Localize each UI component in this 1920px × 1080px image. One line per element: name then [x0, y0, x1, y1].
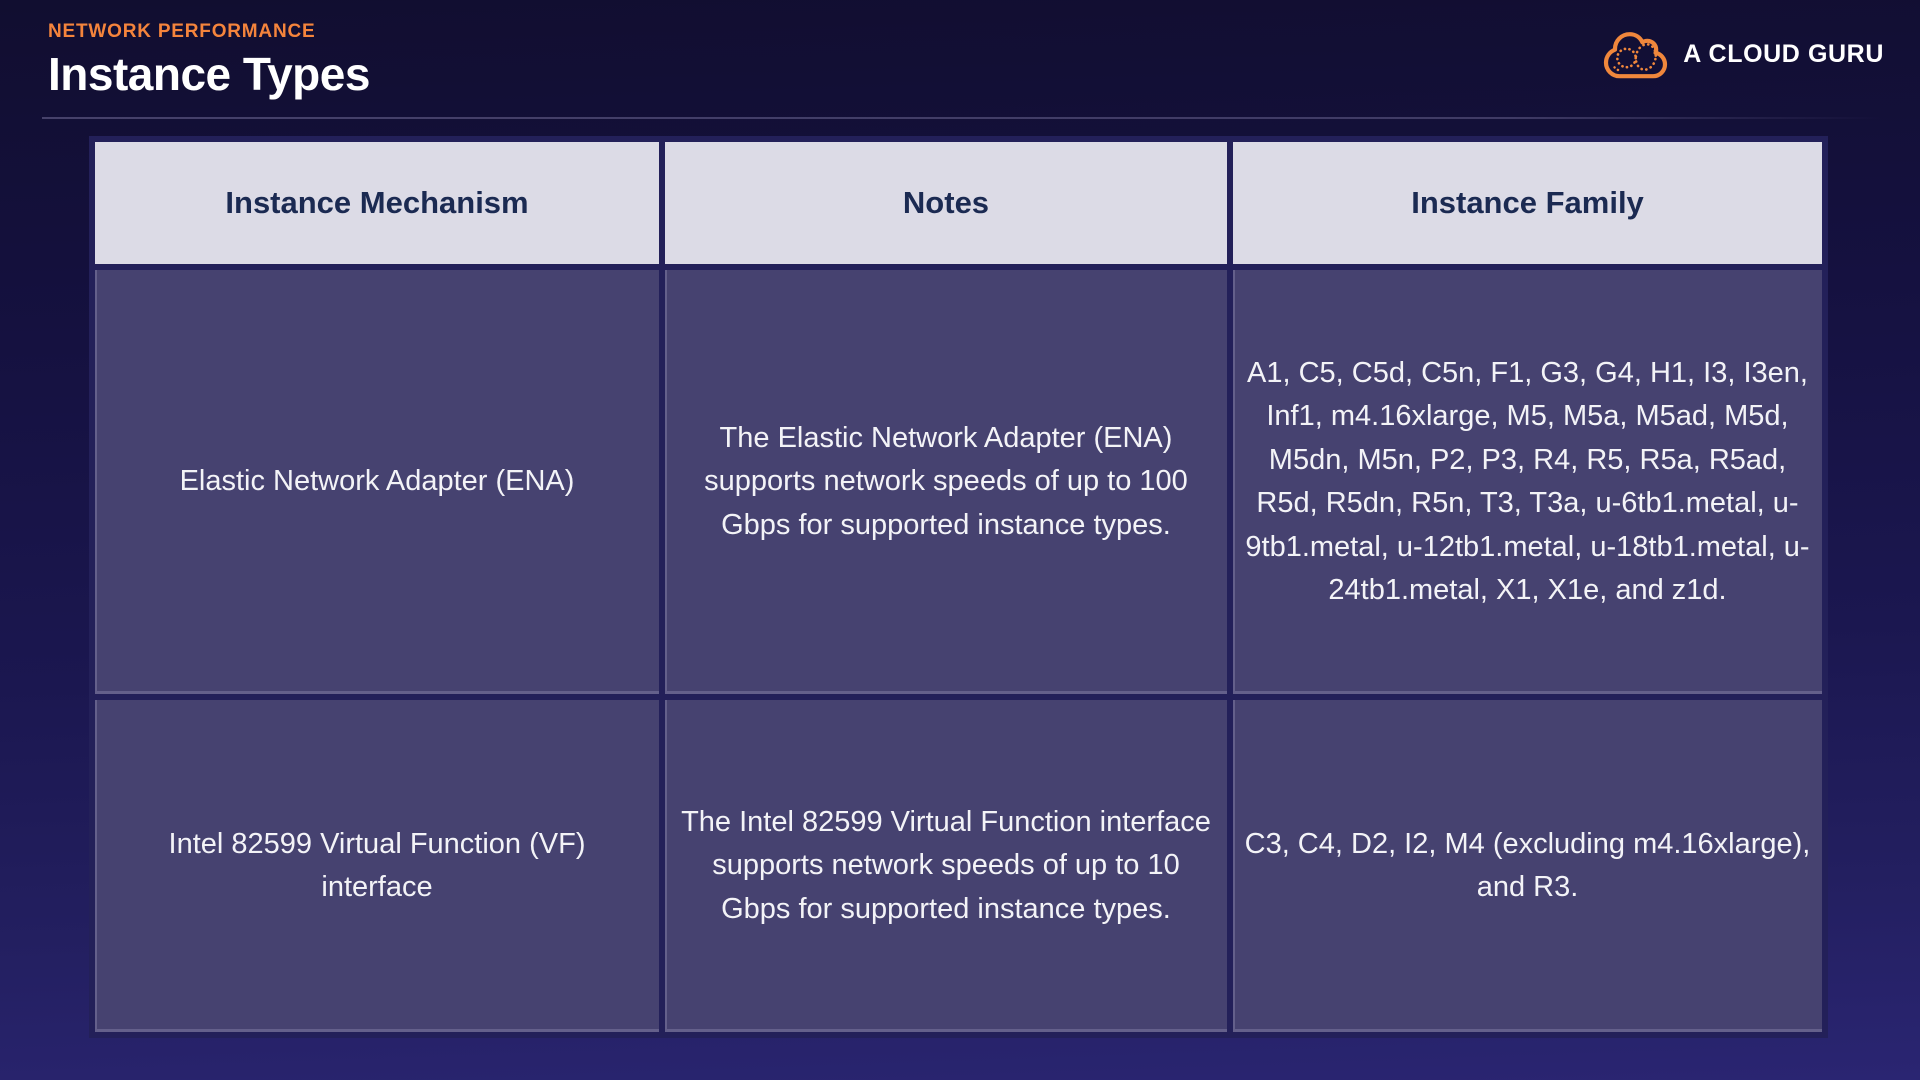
row-intel-vf-mechanism-cell: Intel 82599 Virtual Function (VF) interf…	[95, 700, 659, 1032]
row-intel-vf-notes-cell: The Intel 82599 Virtual Function interfa…	[665, 700, 1227, 1032]
instance-types-table: Instance Mechanism Notes Instance Family…	[89, 136, 1828, 1038]
column-header-instance-mechanism: Instance Mechanism	[95, 142, 659, 264]
cloud-icon	[1603, 28, 1669, 81]
page-title: Instance Types	[48, 48, 370, 100]
row-ena-notes-cell: The Elastic Network Adapter (ENA) suppor…	[665, 270, 1227, 694]
brand-logo: A CLOUD GURU	[1603, 28, 1884, 81]
row-intel-vf-family-cell: C3, C4, D2, I2, M4 (excluding m4.16xlarg…	[1233, 700, 1822, 1032]
column-header-notes: Notes	[665, 142, 1227, 264]
header-divider	[42, 117, 1882, 119]
slide-header: NETWORK PERFORMANCE Instance Types	[48, 22, 1880, 97]
row-ena-family-cell: A1, C5, C5d, C5n, F1, G3, G4, H1, I3, I3…	[1233, 270, 1822, 694]
brand-name: A CLOUD GURU	[1683, 40, 1884, 68]
row-ena-mechanism-cell: Elastic Network Adapter (ENA)	[95, 270, 659, 694]
column-header-instance-family: Instance Family	[1233, 142, 1822, 264]
eyebrow-label: NETWORK PERFORMANCE	[48, 21, 316, 42]
